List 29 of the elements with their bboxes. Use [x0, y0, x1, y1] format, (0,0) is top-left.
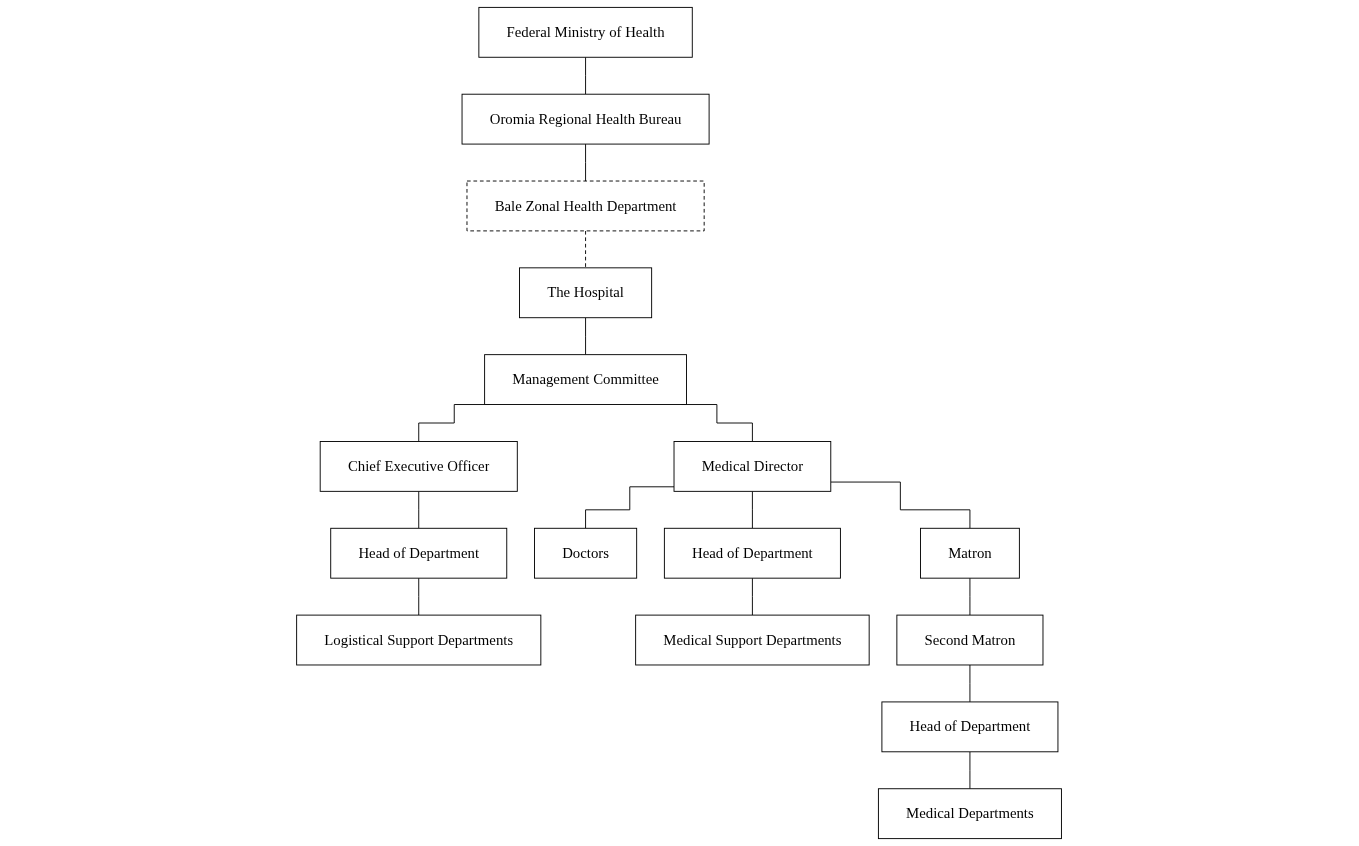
node-box: Chief Executive Officer: [320, 441, 519, 492]
connector: [418, 577, 420, 616]
node-box: Head of Department: [664, 527, 842, 579]
node-box: Doctors: [534, 527, 638, 579]
connector: [585, 230, 587, 269]
connector: [969, 751, 971, 790]
node-box: Oromia Regional Health Bureau: [462, 93, 710, 145]
node-box: Matron: [920, 527, 1021, 579]
connector: [585, 143, 587, 182]
connector: [418, 490, 420, 529]
node-box: Federal Ministry of Health: [478, 6, 694, 58]
node-box: Logistical Support Departments: [296, 614, 542, 666]
node-box: Bale Zonal Health Department: [466, 180, 706, 232]
node-box: Medical Director: [674, 441, 832, 492]
connector: [585, 56, 587, 95]
connector: [969, 664, 971, 703]
node-box: Medical Support Departments: [635, 614, 871, 666]
node-box: Second Matron: [896, 614, 1044, 666]
connector: [752, 577, 754, 616]
connector: [969, 577, 971, 616]
connector: [830, 481, 971, 529]
connector: [585, 317, 587, 356]
node-box: Head of Department: [881, 701, 1059, 753]
connector: [752, 490, 754, 529]
node-box: Medical Departments: [878, 788, 1063, 840]
connector: [585, 486, 675, 529]
node-box: The Hospital: [519, 267, 653, 319]
node-box: Head of Department: [330, 527, 508, 579]
node-box: Management Committee: [484, 354, 688, 405]
